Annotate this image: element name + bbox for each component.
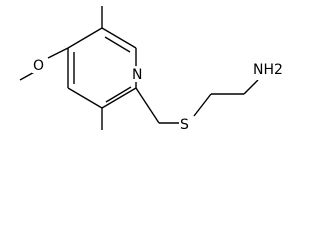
ring-double-bond-3 — [104, 36, 131, 53]
amine-label: NH2 — [253, 62, 283, 78]
ring-bond-c4-c5 — [101, 87, 137, 109]
oxygen-label: O — [33, 58, 44, 74]
chain-to-amine-bond — [243, 79, 259, 95]
ring-to-ch2-bond — [135, 87, 160, 124]
sulfur-label: S — [180, 117, 189, 133]
chemical-structure: N O S NH2 — [19, 6, 284, 133]
ring-to-oxygen-bond — [47, 47, 69, 59]
ring-bond-c6-c2 — [67, 27, 103, 49]
oxygen-background — [32, 57, 46, 73]
ring-nitrogen-background — [131, 66, 144, 82]
ring-bond-c3-c4 — [67, 87, 103, 109]
ring-bond-n1-c6 — [101, 27, 137, 49]
ring-nitrogen-label: N — [132, 67, 142, 83]
sulfur-to-chain-bond — [193, 93, 212, 117]
sulfur-background — [179, 116, 192, 132]
ring-double-bond-2 — [105, 86, 132, 103]
amine-background — [252, 60, 284, 80]
